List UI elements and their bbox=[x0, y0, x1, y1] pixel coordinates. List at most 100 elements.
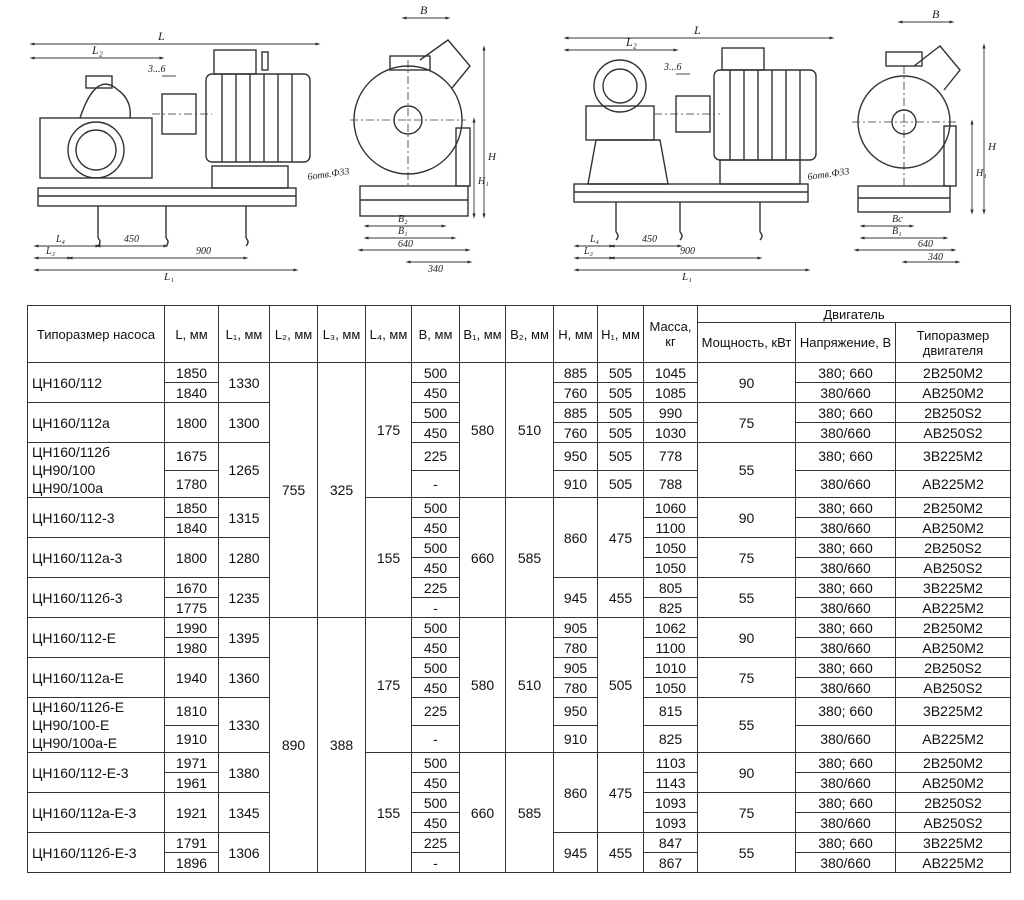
cell-mass_vals: 825 bbox=[643, 724, 698, 753]
cell-motor_type_vals: АВ250М2 bbox=[895, 637, 1011, 658]
cell-H_vals: 910 bbox=[553, 469, 598, 498]
cell-B_vals: 500 bbox=[411, 402, 460, 423]
dim-label-B-2: B bbox=[932, 7, 940, 21]
technical-drawings: L L₂ 3...6 L₄ 450 L₃ 900 L₁ B 6отв.Ф33 B… bbox=[29, 3, 997, 283]
cell-B_vals: 500 bbox=[411, 752, 460, 773]
cell-L_vals: 1961 bbox=[164, 772, 219, 793]
header-mass: Масса, кг bbox=[643, 305, 698, 363]
cell-H_vals: 950 bbox=[553, 697, 598, 726]
cell-motor_type_vals: АВ250М2 bbox=[895, 772, 1011, 793]
dim-label-900: 900 bbox=[196, 246, 211, 257]
cell-power_vals: 90 bbox=[697, 497, 796, 538]
dim-label-340-2: 340 bbox=[927, 252, 943, 263]
cell-mass_vals: 1100 bbox=[643, 517, 698, 538]
dim-label-gap: 3...6 bbox=[147, 64, 166, 75]
cell-mass_vals: 815 bbox=[643, 697, 698, 726]
dim-label-L4-2: L₄ bbox=[589, 234, 600, 245]
cell-voltage_vals: 380; 660 bbox=[795, 362, 896, 383]
dim-label-H: H bbox=[487, 151, 497, 163]
cell-L1_vals: 1395 bbox=[218, 617, 270, 658]
cell-B_vals: 500 bbox=[411, 617, 460, 638]
cell-mass_vals: 1100 bbox=[643, 637, 698, 658]
dim-label-L1-2: L₁ bbox=[681, 271, 692, 283]
cell-voltage_vals: 380; 660 bbox=[795, 752, 896, 773]
cell-motor_type_vals: АВ225М2 bbox=[895, 852, 1011, 873]
cell-motor_type_vals: 2В250S2 bbox=[895, 792, 1011, 813]
header-H1: H₁, мм bbox=[597, 305, 644, 363]
cell-motor_type_vals: АВ225М2 bbox=[895, 597, 1011, 618]
dim-label-H1-2: H₁ bbox=[975, 168, 987, 179]
cell-motor_type_vals: АВ225М2 bbox=[895, 724, 1011, 753]
cell-L1_vals: 1380 bbox=[218, 752, 270, 793]
cell-L1_vals: 1280 bbox=[218, 537, 270, 578]
header-B: B, мм bbox=[411, 305, 460, 363]
cell-motor_type_vals: 3В225М2 bbox=[895, 442, 1011, 471]
cell-pump_names: ЦН160/112 bbox=[27, 362, 165, 403]
cell-H_vals: 910 bbox=[553, 724, 598, 753]
cell-L1_vals: 1330 bbox=[218, 362, 270, 403]
cell-power_vals: 55 bbox=[697, 577, 796, 618]
cell-power_vals: 75 bbox=[697, 402, 796, 443]
header-motor: Двигатель bbox=[697, 305, 1011, 323]
dim-label-L2: L₂ bbox=[91, 43, 103, 57]
cell-power_vals: 90 bbox=[697, 752, 796, 793]
cell-B_vals: 225 bbox=[411, 577, 460, 598]
cell-voltage_vals: 380; 660 bbox=[795, 577, 896, 598]
drawing-side-view-1 bbox=[29, 42, 321, 272]
cell-B_vals: 450 bbox=[411, 422, 460, 443]
cell-motor_type_vals: 2В250S2 bbox=[895, 657, 1011, 678]
cell-pump_names: ЦН160/112а-3 bbox=[27, 537, 165, 578]
cell-L_vals: 1780 bbox=[164, 469, 219, 498]
cell-mass_vals: 1143 bbox=[643, 772, 698, 793]
cell-mass_vals: 825 bbox=[643, 597, 698, 618]
header-L4: L₄, мм bbox=[365, 305, 412, 363]
dim-label-hole-2: 6отв.Ф33 bbox=[807, 166, 850, 183]
cell-H1_vals: 505 bbox=[597, 469, 644, 498]
cell-motor_type_vals: 3В225М2 bbox=[895, 832, 1011, 853]
cell-H1_vals: 505 bbox=[597, 362, 644, 383]
dim-label-B2: B₂ bbox=[398, 214, 408, 225]
cell-voltage_vals: 380; 660 bbox=[795, 697, 896, 726]
drawing-end-view-1 bbox=[350, 16, 486, 264]
cell-mass_vals: 1085 bbox=[643, 382, 698, 403]
cell-L4_vals: 155 bbox=[365, 752, 412, 873]
header-power: Мощность, кВт bbox=[697, 322, 796, 363]
cell-B_vals: - bbox=[411, 597, 460, 618]
header-motor-type: Типоразмер двигателя bbox=[895, 322, 1011, 363]
dim-label-L-2: L bbox=[693, 23, 701, 37]
cell-mass_vals: 1060 bbox=[643, 497, 698, 518]
cell-voltage_vals: 380/660 bbox=[795, 852, 896, 873]
cell-B_vals: 450 bbox=[411, 557, 460, 578]
cell-B_vals: 450 bbox=[411, 812, 460, 833]
cell-voltage_vals: 380; 660 bbox=[795, 792, 896, 813]
cell-L1_vals: 1345 bbox=[218, 792, 270, 833]
cell-B_vals: - bbox=[411, 724, 460, 753]
cell-power_vals: 75 bbox=[697, 792, 796, 833]
cell-L_vals: 1850 bbox=[164, 362, 219, 383]
cell-power_vals: 55 bbox=[697, 832, 796, 873]
dim-label-900-2: 900 bbox=[680, 246, 695, 257]
cell-H_vals: 780 bbox=[553, 637, 598, 658]
cell-L_vals: 1675 bbox=[164, 442, 219, 471]
cell-mass_vals: 788 bbox=[643, 469, 698, 498]
cell-voltage_vals: 380/660 bbox=[795, 637, 896, 658]
cell-H_vals: 905 bbox=[553, 657, 598, 678]
cell-voltage_vals: 380; 660 bbox=[795, 617, 896, 638]
cell-motor_type_vals: 2В250S2 bbox=[895, 537, 1011, 558]
cell-L3_vals: 388 bbox=[317, 617, 366, 873]
drawing-side-view-2 bbox=[563, 36, 835, 272]
cell-mass_vals: 1050 bbox=[643, 557, 698, 578]
dim-label-450-2: 450 bbox=[642, 234, 657, 245]
header-B1: B₁, мм bbox=[459, 305, 506, 363]
cell-power_vals: 75 bbox=[697, 657, 796, 698]
cell-motor_type_vals: АВ250S2 bbox=[895, 557, 1011, 578]
